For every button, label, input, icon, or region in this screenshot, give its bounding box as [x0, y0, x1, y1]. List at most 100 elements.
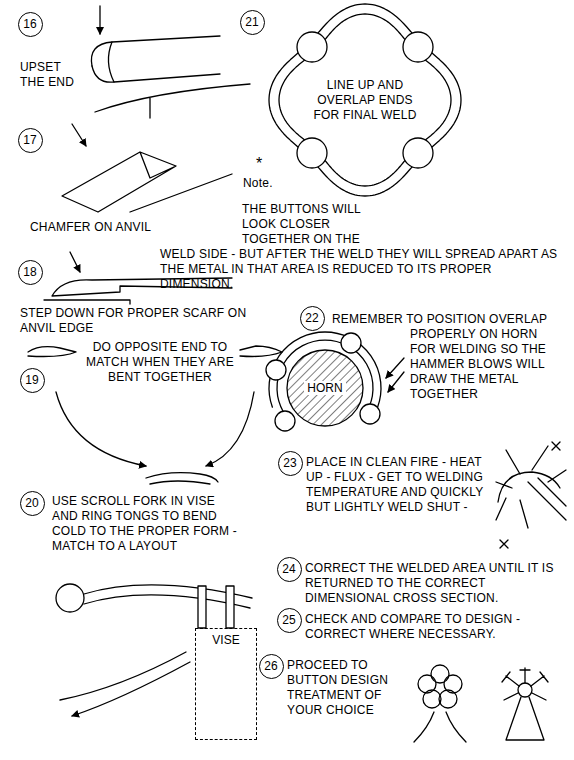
anvil-edge [130, 174, 232, 212]
callout-number-text: 18 [23, 265, 36, 279]
callout-number-text: 26 [264, 659, 277, 673]
callout-number: 22 [300, 306, 325, 331]
button [56, 584, 84, 612]
hammer-arrow [72, 124, 86, 146]
button [403, 138, 433, 168]
bend-arrow [72, 662, 190, 716]
instruction-text: PROCEED TO BUTTON DESIGN TREATMENT OF YO… [287, 658, 388, 717]
instruction-text: USE SCROLL FORK IN VISE AND RING TONGS T… [52, 494, 242, 554]
callout-number: 20 [20, 491, 45, 516]
bend-arrow [206, 392, 254, 466]
callout-number: 23 [278, 451, 303, 476]
scroll-fork-post [198, 586, 206, 628]
callout-number: 17 [18, 128, 43, 153]
ring-outline [269, 4, 461, 196]
button [297, 138, 327, 168]
instruction-text: CHECK AND COMPARE TO DESIGN - CORRECT WH… [305, 612, 520, 641]
button [360, 404, 380, 424]
petal [418, 675, 436, 693]
instruction-text: THE BUTTONS WILL LOOK CLOSER TOGETHER ON… [160, 202, 557, 291]
callout-number: 18 [18, 260, 43, 285]
instruction-text: CORRECT THE WELDED AREA UNTIL IT IS RETU… [305, 561, 563, 606]
instruction-text: PROCEED TO BUTTON DESIGN TREATMENT OF YO… [287, 658, 402, 718]
bend-arrow [56, 392, 146, 466]
callout-number-text: 23 [283, 456, 296, 470]
scroll-fork-post [226, 586, 234, 628]
anvil-edge [95, 84, 250, 118]
instruction-text: THE BUTTONS WILL LOOK CLOSER TOGETHER ON… [160, 202, 565, 292]
callout-number: 16 [18, 12, 43, 37]
hammer-arrow [70, 252, 80, 272]
ring-bar [60, 652, 186, 700]
upset-end [108, 42, 114, 82]
instruction-text: CHECK AND COMPARE TO DESIGN - CORRECT WH… [305, 612, 563, 642]
scarfed-end [240, 346, 282, 357]
callout-number: 21 [240, 10, 265, 35]
callout-number-text: 19 [25, 373, 38, 387]
wrap-spacer [380, 202, 565, 247]
instruction-text: LINE UP AND OVERLAP ENDS FOR FINAL WELD [313, 78, 417, 123]
sparks [496, 446, 566, 528]
instruction-text: STEP DOWN FOR PROPER SCARF ON ANVIL EDGE [20, 306, 246, 335]
ring-outline [279, 14, 451, 186]
vise-outline: VISE [195, 628, 257, 740]
spark-star [500, 442, 560, 548]
callout-number-text: 20 [25, 496, 38, 510]
instruction-text: USE SCROLL FORK IN VISE AND RING TONGS T… [52, 494, 237, 553]
instruction-text: LINE UP AND OVERLAP ENDS FOR FINAL WELD [313, 78, 416, 122]
callout-number-text: 24 [282, 562, 295, 576]
scarfed-end [28, 347, 76, 357]
callout-number-text: 22 [305, 311, 318, 325]
part-name: VISE [210, 633, 241, 647]
button [297, 32, 327, 62]
ring-in-fire [498, 472, 560, 502]
callout-number: 19 [20, 368, 45, 393]
instruction-text: PLACE IN CLEAN FIRE - HEAT UP - FLUX - G… [306, 455, 483, 514]
callout-number: 24 [277, 557, 302, 582]
callout-number-text: 25 [282, 613, 295, 627]
button-stem [414, 712, 466, 742]
callout-number: 26 [259, 654, 284, 679]
tongs [528, 478, 566, 520]
wrap-spacer [160, 202, 242, 247]
hammer-arrow [388, 372, 404, 392]
part-name: HORN [304, 381, 345, 395]
instruction-text: * [256, 156, 262, 173]
instruction-text: Note. [243, 176, 273, 190]
instruction-text: Note. [243, 176, 273, 191]
anvil-horn: HORN [286, 349, 364, 427]
instruction-text: STEP DOWN FOR PROPER SCARF ON ANVIL EDGE [20, 306, 270, 336]
instruction-text: REMEMBER TO POSITION OVERLAP PROPERLY ON… [410, 312, 566, 402]
button-center [518, 683, 532, 697]
instruction-text: DO OPPOSITE END TO MATCH WHEN THEY ARE B… [86, 340, 234, 384]
chamfered-bar [62, 152, 176, 212]
instruction-text: UPSET THE END [20, 60, 82, 90]
instruction-text: DO OPPOSITE END TO MATCH WHEN THEY ARE B… [80, 340, 240, 385]
petal [439, 690, 457, 708]
note-mark: * [256, 155, 262, 172]
callout-number: 25 [277, 608, 302, 633]
bar-stock [91, 36, 220, 66]
instruction-text: REMEMBER TO POSITION OVERLAP PROPERLY ON… [332, 312, 547, 401]
instruction-text: PLACE IN CLEAN FIRE - HEAT UP - FLUX - G… [306, 455, 488, 515]
button [266, 360, 286, 380]
button [341, 333, 361, 353]
instruction-text: UPSET THE END [20, 60, 74, 89]
overlapped-ends [146, 473, 218, 484]
button [275, 411, 295, 431]
button-petals [502, 668, 548, 700]
instruction-text: CHAMFER ON ANVIL [30, 220, 151, 234]
button-stem [506, 697, 544, 740]
hammer-arrow [99, 6, 100, 34]
callout-number-text: 17 [23, 133, 36, 147]
callout-number-text: 16 [23, 17, 36, 31]
instruction-text: CORRECT THE WELDED AREA UNTIL IT IS RETU… [305, 561, 554, 605]
petal [431, 665, 449, 683]
callout-number-text: 21 [245, 15, 258, 29]
instruction-text: CHAMFER ON ANVIL [30, 220, 230, 235]
horn-circle [287, 350, 363, 426]
button [403, 32, 433, 62]
anvil-edge [44, 300, 130, 304]
